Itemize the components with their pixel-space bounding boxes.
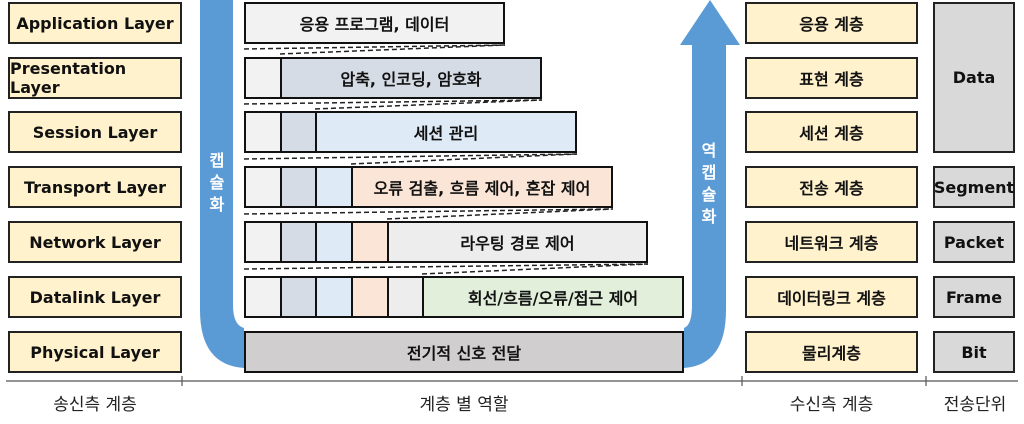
sender-layer: Transport Layer [8,166,182,208]
unit-box: Packet [933,221,1015,263]
header-segment [244,57,282,99]
dashed-guides [243,44,649,275]
header-segment [387,276,424,318]
header-segment [280,221,317,263]
header-segment [315,276,353,318]
role-box: 압축, 인코딩, 암호화 [280,57,542,99]
role-box: 회선/흐름/오류/접근 제어 [422,276,684,318]
decapsulation-arrow [680,0,740,368]
encapsulation-arrow [200,0,244,368]
receiver-layer: 데이터링크 계층 [745,276,918,318]
footer-axis [6,376,1018,386]
header-segment [244,276,282,318]
header-segment [280,166,317,208]
header-segment [280,276,317,318]
receiver-layer: 물리계층 [745,331,918,373]
role-box: 세션 관리 [315,111,577,153]
header-segment [244,166,282,208]
unit-box: Segment [933,166,1015,208]
header-segment [315,166,353,208]
sender-layer: Application Layer [8,2,182,44]
footer-receiver: 수신측 계층 [789,395,874,415]
role-box: 전기적 신호 전달 [244,331,684,373]
role-box: 오류 검출, 흐름 제어, 혼잡 제어 [351,166,613,208]
footer-unit: 전송단위 [943,395,1007,415]
receiver-layer: 표현 계층 [745,57,918,99]
receiver-layer: 네트워크 계층 [745,221,918,263]
header-segment [244,221,282,263]
header-segment [280,111,317,153]
unit-box: Frame [933,276,1015,318]
header-segment [244,111,282,153]
header-segment [351,221,389,263]
role-box: 응용 프로그램, 데이터 [244,2,505,44]
role-box: 라우팅 경로 제어 [387,221,648,263]
footer-sender: 송신측 계층 [53,395,137,415]
receiver-layer: 세션 계층 [745,111,918,153]
receiver-layer: 전송 계층 [745,166,918,208]
unit-box: Bit [933,331,1015,373]
footer-roles: 계층 별 역할 [419,395,509,415]
header-segment [315,221,353,263]
receiver-layer: 응용 계층 [745,2,918,44]
sender-layer: Physical Layer [8,331,182,373]
sender-layer: Presentation Layer [8,57,182,99]
sender-layer: Network Layer [8,221,182,263]
unit-data: Data [933,2,1015,153]
sender-layer: Datalink Layer [8,276,182,318]
header-segment [351,276,389,318]
sender-layer: Session Layer [8,111,182,153]
